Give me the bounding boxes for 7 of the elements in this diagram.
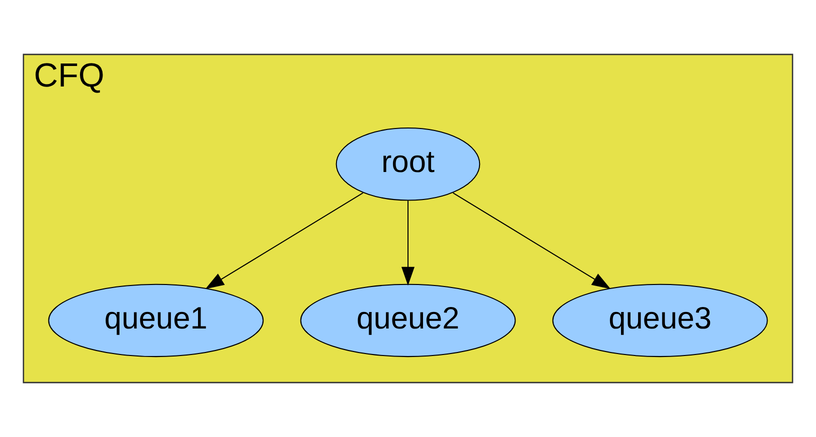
arrow [205,192,364,290]
node-ellipse: queue1 [48,284,264,358]
node-ellipse: queue3 [552,284,768,358]
arrow [401,200,415,286]
node-ellipse: root [336,128,480,201]
node-ellipse: queue2 [300,284,516,358]
arrow [452,192,611,290]
